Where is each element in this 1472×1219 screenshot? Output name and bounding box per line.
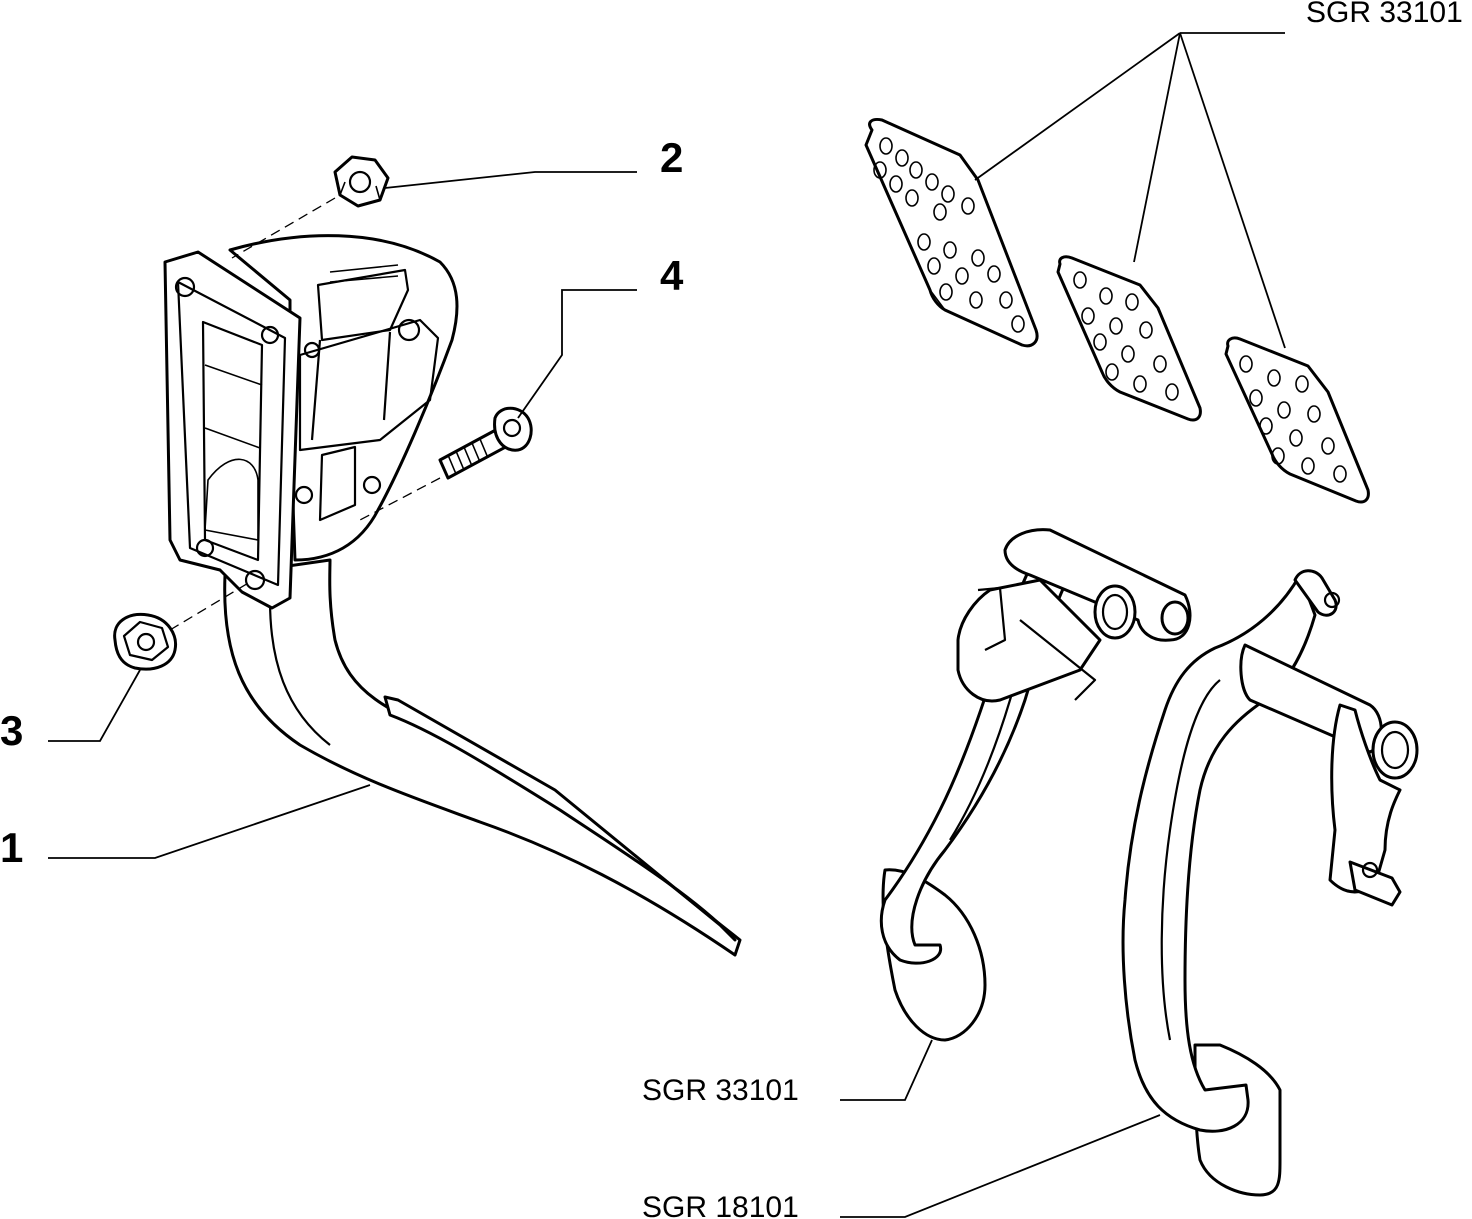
flange-nut-3 [113,612,178,671]
pedal-pad-large [864,118,1039,348]
clutch-pedal [879,528,1192,1042]
callout-3: 3 [0,707,23,754]
ref-label-pads: SGR 33101 [1306,0,1463,29]
callout-2: 2 [660,134,683,181]
callout-1: 1 [0,824,23,871]
pedal-pad-small-2 [1224,336,1370,504]
leader-lines [48,32,1286,1218]
nut-2 [333,155,390,208]
axis-line-2 [231,197,336,259]
brake-pedal [1121,569,1419,1197]
callout-4: 4 [660,252,684,299]
pedal-pad-small-1 [1056,255,1202,422]
accelerator-pedal [163,234,742,957]
bolt-4 [438,406,533,480]
ref-label-clutch: SGR 33101 [642,1074,799,1107]
ref-label-brake: SGR 18101 [642,1191,799,1219]
